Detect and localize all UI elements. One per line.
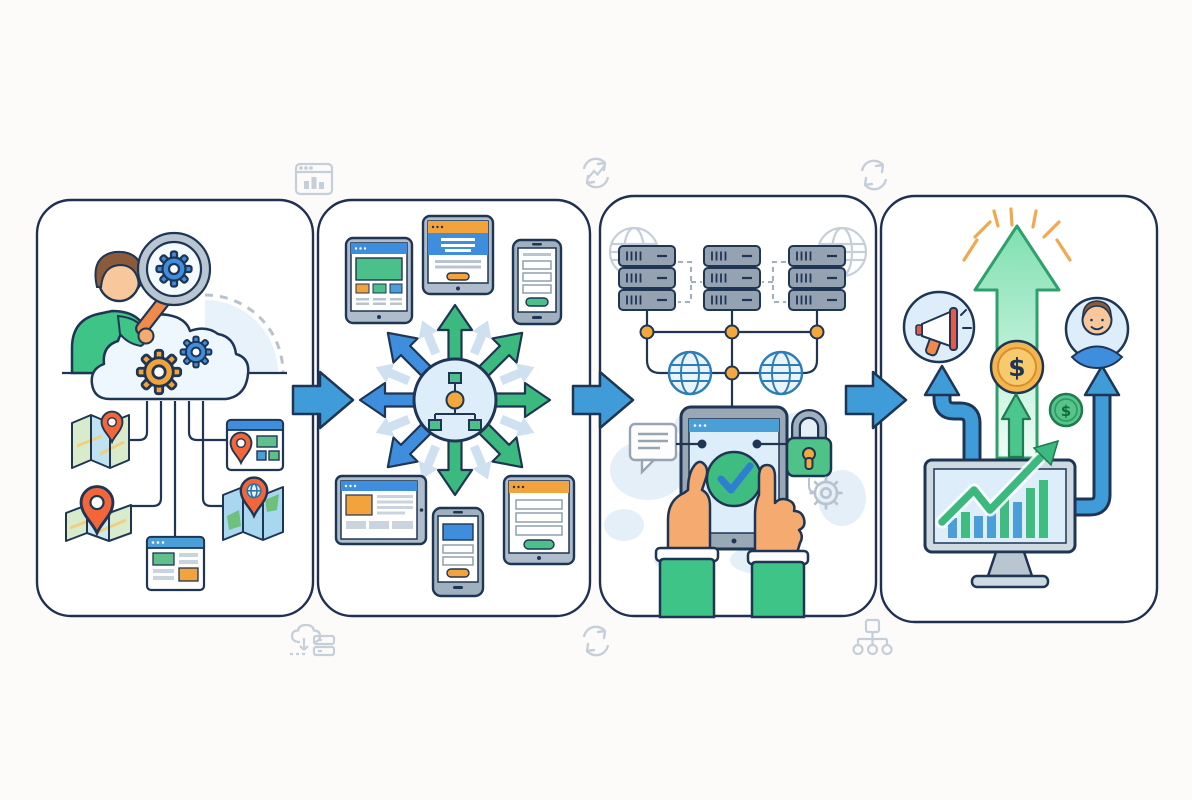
megaphone-bell xyxy=(949,307,958,351)
tablet-landscape-icon xyxy=(334,474,428,546)
stage-3-content xyxy=(604,226,868,619)
analytics-window-icon xyxy=(294,162,334,196)
right-hand xyxy=(753,463,806,555)
folded-map-pin-icon xyxy=(71,410,130,469)
pin-globe xyxy=(246,483,262,499)
left-sleeve xyxy=(658,557,716,619)
sitemap-icon xyxy=(852,618,893,656)
magnifier-gear-icon xyxy=(135,231,212,345)
megaphone-badge-icon xyxy=(902,290,976,364)
orange-gear-icon xyxy=(135,348,183,396)
tablet-browser-icon xyxy=(421,214,495,296)
sunburst-rays xyxy=(962,207,1072,262)
trend-arrow xyxy=(935,439,1060,529)
browser-window-icon xyxy=(145,535,206,592)
sync-arrows-icon xyxy=(582,625,610,657)
connector-arrow-1 xyxy=(291,370,355,430)
server-rack-icon xyxy=(617,244,677,312)
server-rack-icon xyxy=(702,244,762,312)
person-hand xyxy=(137,327,155,345)
sound-lines xyxy=(960,309,972,329)
avatar-hair xyxy=(1082,300,1112,319)
phone-card-icon xyxy=(431,506,485,598)
sync-chart-icon xyxy=(582,157,610,189)
hands-holding-tablet xyxy=(654,460,810,619)
chat-bubble-icon xyxy=(628,422,678,475)
rack-dashed-links xyxy=(678,261,786,303)
connector-arrow-3 xyxy=(844,370,908,430)
padlock-icon xyxy=(785,409,833,478)
connector-lines xyxy=(130,401,226,537)
magnifier-gear xyxy=(155,250,193,288)
dollar-coin-icon: $ xyxy=(989,339,1045,395)
small-growth-arrow-icon xyxy=(1000,392,1032,459)
monitor-chart-icon xyxy=(923,439,1077,589)
network-nodes xyxy=(639,324,825,381)
bent-arrow-icon xyxy=(923,364,982,462)
green-coin-symbol: $ xyxy=(1061,402,1071,420)
stage-4-content: $ $ xyxy=(902,207,1130,589)
monitor-base xyxy=(970,574,1050,589)
left-hand xyxy=(666,460,712,552)
gold-coin-symbol: $ xyxy=(1008,353,1025,382)
map-card-icon xyxy=(225,418,285,472)
server-rack-icon xyxy=(787,244,847,312)
sitemap-diagram xyxy=(428,372,482,431)
avatar-shoulders xyxy=(1070,345,1124,370)
blue-gear-icon xyxy=(179,335,213,369)
right-sleeve xyxy=(750,560,806,619)
folded-map-globe-pin-icon xyxy=(222,476,284,541)
distribution-hub-icon xyxy=(358,303,552,497)
stage-2-content xyxy=(334,214,576,598)
tablet-link-lines xyxy=(676,439,787,449)
globe-icon xyxy=(758,350,804,396)
sync-arrows-icon xyxy=(860,159,888,191)
tablet-portrait-icon xyxy=(344,236,414,325)
cloud-server-icon xyxy=(290,623,336,657)
checkmark-icon xyxy=(717,462,754,494)
folded-map-large-pin-icon xyxy=(65,485,132,542)
connector-arrow-2 xyxy=(571,370,635,430)
check-circle xyxy=(705,450,763,508)
dashed-arc xyxy=(204,293,285,374)
chart-bars xyxy=(948,480,1048,538)
small-dollar-coin-icon: $ xyxy=(1048,392,1084,428)
user-badge-icon xyxy=(1064,296,1130,370)
tablet-form-icon xyxy=(502,474,576,566)
stage-1-content xyxy=(62,231,287,592)
phone-form-icon xyxy=(511,238,563,326)
monitor-stand xyxy=(986,550,1034,578)
stage-connectors xyxy=(291,370,908,430)
globe-icon xyxy=(667,350,713,396)
bent-arrow-icon xyxy=(1060,364,1121,517)
